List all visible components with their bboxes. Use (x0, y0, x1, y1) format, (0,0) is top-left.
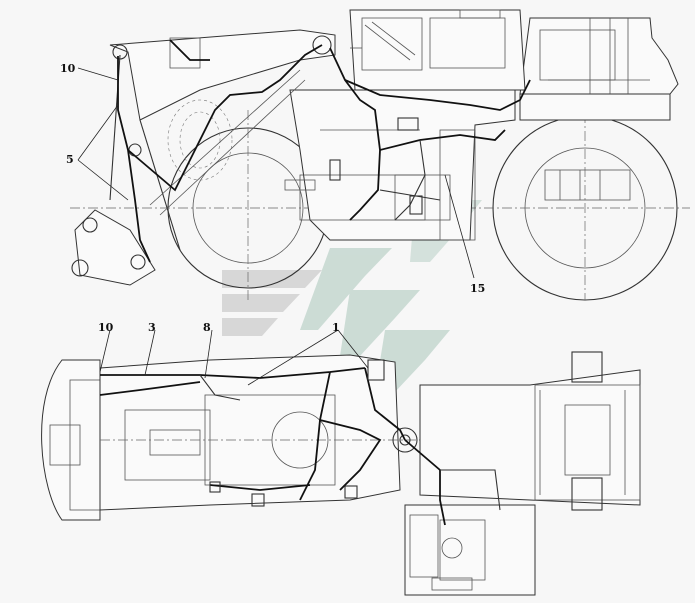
callout-top-1: 1 (332, 321, 340, 334)
callout-top-10: 10 (98, 321, 114, 334)
callout-top-3: 3 (148, 321, 156, 334)
callout-side-15: 15 (470, 282, 485, 295)
callout-top-8: 8 (203, 321, 211, 334)
callout-side-10: 10 (60, 62, 76, 75)
leader-lines (77, 67, 475, 386)
callout-side-5: 5 (66, 153, 74, 166)
side-view (70, 9, 690, 301)
top-view (41, 351, 641, 596)
